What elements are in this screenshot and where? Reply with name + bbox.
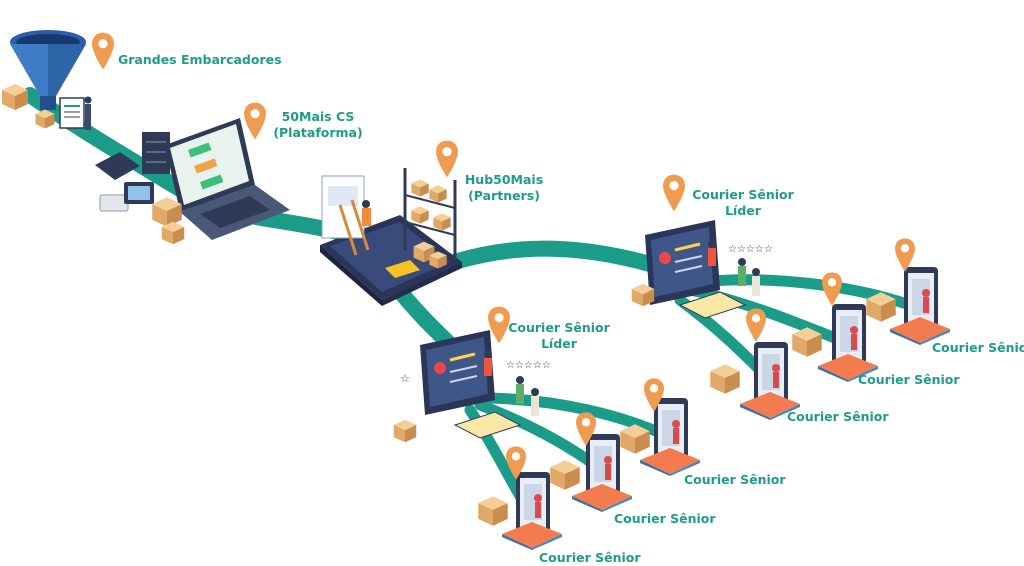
leader-right-label-line2: Líder: [725, 203, 761, 218]
hub-label-line1: Hub50Mais: [464, 172, 544, 187]
courier-pin-icon-r1: [746, 308, 766, 342]
svg-text:☆☆☆☆☆: ☆☆☆☆☆: [506, 360, 551, 371]
leader-right-label-line1: Courier Sênior: [692, 187, 794, 202]
platform-label-line2: (Plataforma): [273, 125, 363, 140]
funnel-icon: [2, 30, 92, 130]
svg-text:☆: ☆: [400, 372, 410, 385]
courier-label-l2: Courier Sênior: [614, 511, 716, 527]
leader-left-label-line1: Courier Sênior: [508, 320, 610, 335]
laptop-icon: [95, 118, 290, 245]
hub-pin-icon: [436, 140, 458, 178]
shippers-label-text: Grandes Embarcadores: [118, 52, 282, 67]
courier-label-r1-text: Courier Sênior: [787, 409, 889, 424]
shippers-label: Grandes Embarcadores: [118, 52, 282, 68]
courier-label-l3: Courier Sênior: [684, 472, 786, 488]
monitor-review-icon-left: ☆☆☆☆☆ ☆: [393, 330, 551, 443]
courier-label-r2: Courier Sênior: [858, 372, 960, 388]
courier-label-l3-text: Courier Sênior: [684, 472, 786, 487]
platform-label-line1: 50Mais CS: [281, 109, 355, 124]
hub-label: Hub50Mais (Partners): [459, 172, 549, 204]
tablet-warehouse-icon: [320, 168, 462, 306]
leader-right-pin-icon: [663, 174, 685, 212]
monitor-review-icon-right: ☆☆☆☆☆: [631, 220, 773, 319]
hub-label-line2: (Partners): [468, 188, 540, 203]
courier-label-r3-text: Courier Sênior: [932, 340, 1024, 355]
courier-pin-icon-r3: [895, 238, 915, 272]
leader-left-label: Courier Sênior Líder: [504, 320, 614, 352]
leader-left-label-line2: Líder: [541, 336, 577, 351]
courier-label-l1-text: Courier Sênior: [539, 550, 641, 565]
platform-pin-icon: [244, 102, 266, 140]
courier-pin-icon-r2: [822, 272, 842, 306]
courier-label-r2-text: Courier Sênior: [858, 372, 960, 387]
courier-label-l2-text: Courier Sênior: [614, 511, 716, 526]
leader-right-label: Courier Sênior Líder: [688, 187, 798, 219]
courier-label-l1: Courier Sênior: [539, 550, 641, 566]
shippers-pin-icon: [92, 32, 114, 70]
svg-text:☆☆☆☆☆: ☆☆☆☆☆: [728, 244, 773, 255]
courier-label-r3: Courier Sênior: [932, 340, 1024, 356]
courier-label-r1: Courier Sênior: [787, 409, 889, 425]
platform-label: 50Mais CS (Plataforma): [268, 109, 368, 141]
